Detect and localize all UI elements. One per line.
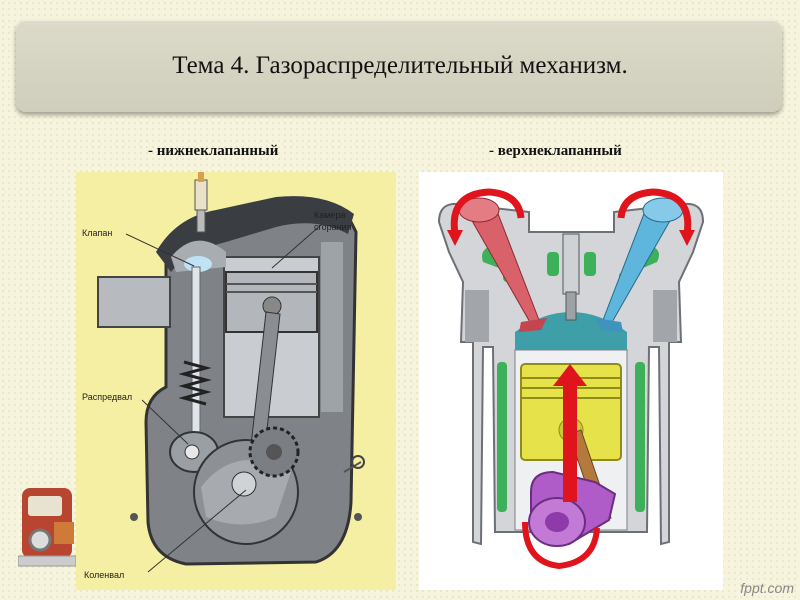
caption-overhead-valve: - верхнеклапанный xyxy=(489,143,622,159)
caption-lower-valve: - нижнеклапанный xyxy=(148,143,279,159)
side-valve-engine-diagram: Клапан Камера сгорания Распредвал Коленв… xyxy=(82,172,365,580)
watermark: fppt.com xyxy=(740,580,794,596)
label-camshaft: Распредвал xyxy=(82,392,132,402)
overhead-valve-engine-panel xyxy=(419,172,723,590)
label-chamber-2: сгорания xyxy=(314,222,352,232)
label-chamber-1: Камера xyxy=(314,210,345,220)
side-valve-engine-panel: Клапан Камера сгорания Распредвал Коленв… xyxy=(76,172,396,590)
title-banner xyxy=(16,20,782,112)
car-decoration-icon xyxy=(18,488,77,567)
label-valve: Клапан xyxy=(82,228,112,238)
overhead-valve-engine-diagram xyxy=(437,188,705,570)
page-title: Тема 4. Газораспределительный механизм. xyxy=(172,52,628,79)
label-crankshaft: Коленвал xyxy=(84,570,124,580)
